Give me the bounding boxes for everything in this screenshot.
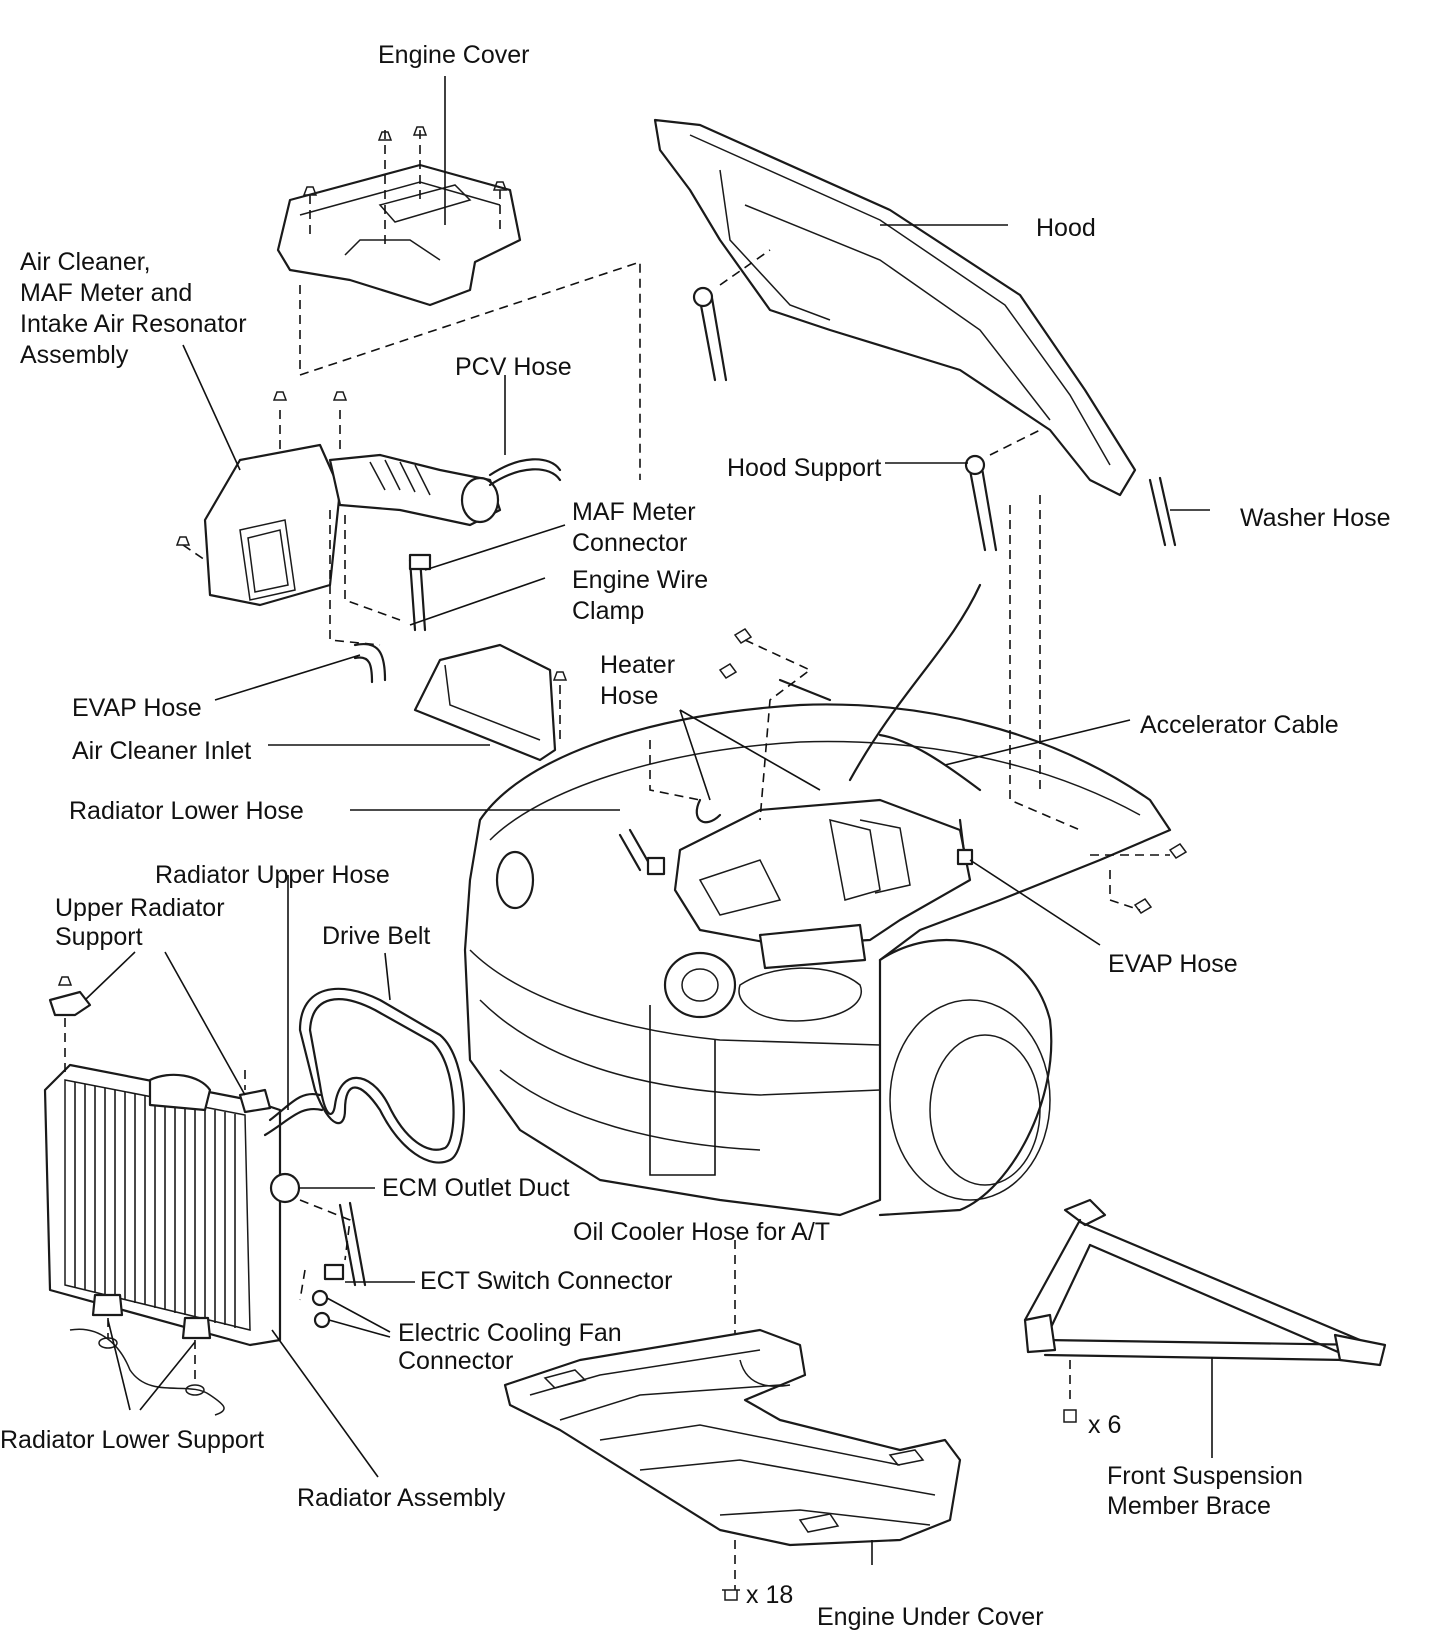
label-pcv-hose: PCV Hose [455,353,572,381]
upper-radiator-support-drawing [48,976,272,1114]
hood-support-left-drawing [692,249,771,382]
drive-belt-drawing [298,987,466,1164]
label-air-cleaner-inlet: Air Cleaner Inlet [72,737,252,765]
cooling-fan-leader-a [326,1297,391,1333]
evap-hose-left-drawing [353,642,387,684]
upper-radiator-support-leader-b [164,951,246,1096]
label-maf-connector-line-1: MAF Meter [572,498,696,526]
label-air-cleaner-line-3: Intake Air Resonator [20,310,247,338]
label-air-cleaner-line-1: Air Cleaner, [20,248,151,276]
label-front-suspension-brace-line-1: Front Suspension [1107,1462,1303,1490]
label-heater-hose-line-1: Heater [600,651,676,679]
heater-hose-leader-b [679,709,821,791]
label-maf-connector-line-2: Connector [572,529,688,557]
engine-wire-clamp-leader [409,577,546,626]
label-drive-belt: Drive Belt [322,922,431,950]
washer-hose-drawing [1148,476,1177,547]
heater-hose-leader-a [679,709,711,801]
accelerator-cable-drawing [878,733,982,792]
engine-cover-drawing [276,126,522,307]
air-cleaner-assembly-drawing [175,391,562,646]
label-upper-radiator-support-line-2: Support [55,923,143,951]
label-ect-switch-connector: ECT Switch Connector [420,1267,673,1295]
label-bolt-count-cover: x 18 [746,1581,794,1609]
label-evap-hose-right: EVAP Hose [1108,950,1238,978]
hood-support-right-drawing [964,429,1041,552]
label-engine-under-cover: Engine Under Cover [817,1603,1044,1631]
label-hood: Hood [1036,214,1096,242]
front-suspension-member-brace-drawing [1023,1198,1387,1423]
label-washer-hose: Washer Hose [1240,504,1391,532]
cooling-fan-leader-b [328,1319,391,1338]
label-bolt-count-brace: x 6 [1088,1411,1122,1439]
label-engine-wire-clamp-line-1: Engine Wire [572,566,709,594]
upper-radiator-support-leader-a [84,951,136,1001]
car-body-drawing [463,583,1172,1217]
radiator-lower-support-leader-b [139,1341,196,1411]
hood-drawing [653,118,1137,497]
label-engine-wire-clamp-line-2: Clamp [572,597,645,625]
label-radiator-lower-support: Radiator Lower Support [0,1426,265,1454]
evap-hose-left-leader [214,654,361,701]
label-cooling-fan-connector-line-2: Connector [398,1347,514,1375]
label-radiator-assembly: Radiator Assembly [297,1484,506,1512]
radiator-fins [74,1082,236,1328]
bolt-icon-cover [722,1589,740,1601]
engine-under-cover-drawing [503,1328,962,1547]
label-engine-cover: Engine Cover [378,41,530,69]
label-air-cleaner-line-2: MAF Meter and [20,279,193,307]
label-oil-cooler-hose: Oil Cooler Hose for A/T [573,1218,831,1246]
oil-cooler-hose-leader [649,1005,716,1176]
label-accelerator-cable: Accelerator Cable [1140,711,1339,739]
label-air-cleaner-line-4: Assembly [20,341,129,369]
air-cleaner-leader [182,344,241,471]
label-hood-support: Hood Support [727,454,882,482]
radiator-assembly-leader [271,1329,379,1478]
label-cooling-fan-connector-line-1: Electric Cooling Fan [398,1319,622,1347]
label-radiator-lower-hose: Radiator Lower Hose [69,797,304,825]
radiator-assembly-drawing [43,1063,367,1416]
drive-belt-leader [384,952,391,1001]
accelerator-cable-leader [944,719,1131,766]
air-cleaner-inlet-drawing [413,643,568,762]
maf-meter-connector-drawing [408,553,432,632]
evap-hose-right-leader [969,859,1101,946]
label-ecm-outlet-duct: ECM Outlet Duct [382,1174,570,1202]
radiator-lower-support-leader-a [107,1319,131,1411]
label-evap-hose-left: EVAP Hose [72,694,202,722]
label-radiator-upper-hose: Radiator Upper Hose [155,861,390,889]
label-upper-radiator-support-line-1: Upper Radiator [55,894,225,922]
label-heater-hose-line-2: Hose [600,682,659,710]
label-front-suspension-brace-line-2: Member Brace [1107,1492,1271,1520]
maf-connector-leader [424,524,566,571]
